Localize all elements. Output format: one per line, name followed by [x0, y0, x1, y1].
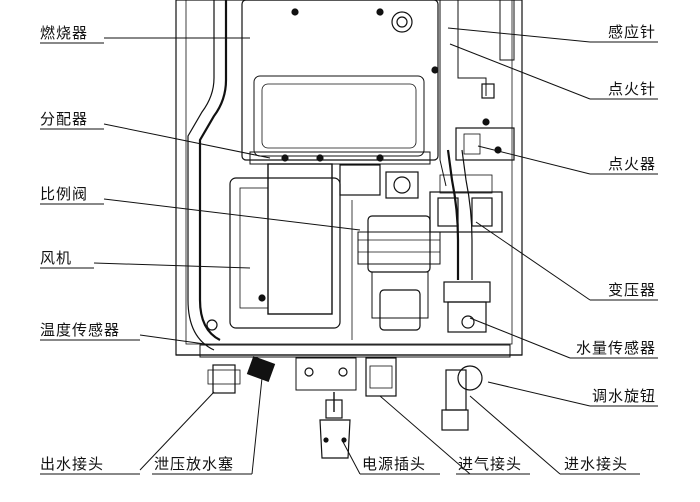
water-flow-sensor [443, 281, 491, 303]
label-distributor: 分配器 [40, 110, 89, 128]
label-power-plug: 电源插头 [362, 455, 427, 473]
label-burner: 燃烧器 [40, 24, 89, 42]
fan-housing [229, 177, 341, 329]
power-plug [319, 419, 351, 459]
label-transformer: 变压器 [607, 281, 656, 299]
label-temp-sensor: 温度传感器 [40, 321, 121, 339]
label-gas-inlet: 进气接头 [458, 455, 523, 473]
water-inlet [445, 369, 467, 411]
burner-box [241, 0, 439, 161]
label-water-knob: 调水旋钮 [591, 387, 656, 405]
label-water-flow-sensor: 水量传感器 [575, 339, 656, 357]
label-fan: 风机 [40, 249, 73, 267]
igniter [455, 127, 515, 161]
label-water-inlet: 进水接头 [564, 455, 629, 473]
label-water-outlet: 出水接头 [40, 455, 105, 473]
label-igniter: 点火器 [607, 155, 656, 173]
label-proportional-valve: 比例阀 [40, 185, 89, 203]
water-outlet [212, 364, 236, 394]
transformer [429, 191, 503, 233]
gas-inlet [365, 357, 397, 397]
label-relief-drain-plug: 泄压放水塞 [154, 455, 235, 473]
label-ignition-needle: 点火针 [607, 80, 656, 98]
label-sensing-needle: 感应针 [607, 23, 656, 41]
